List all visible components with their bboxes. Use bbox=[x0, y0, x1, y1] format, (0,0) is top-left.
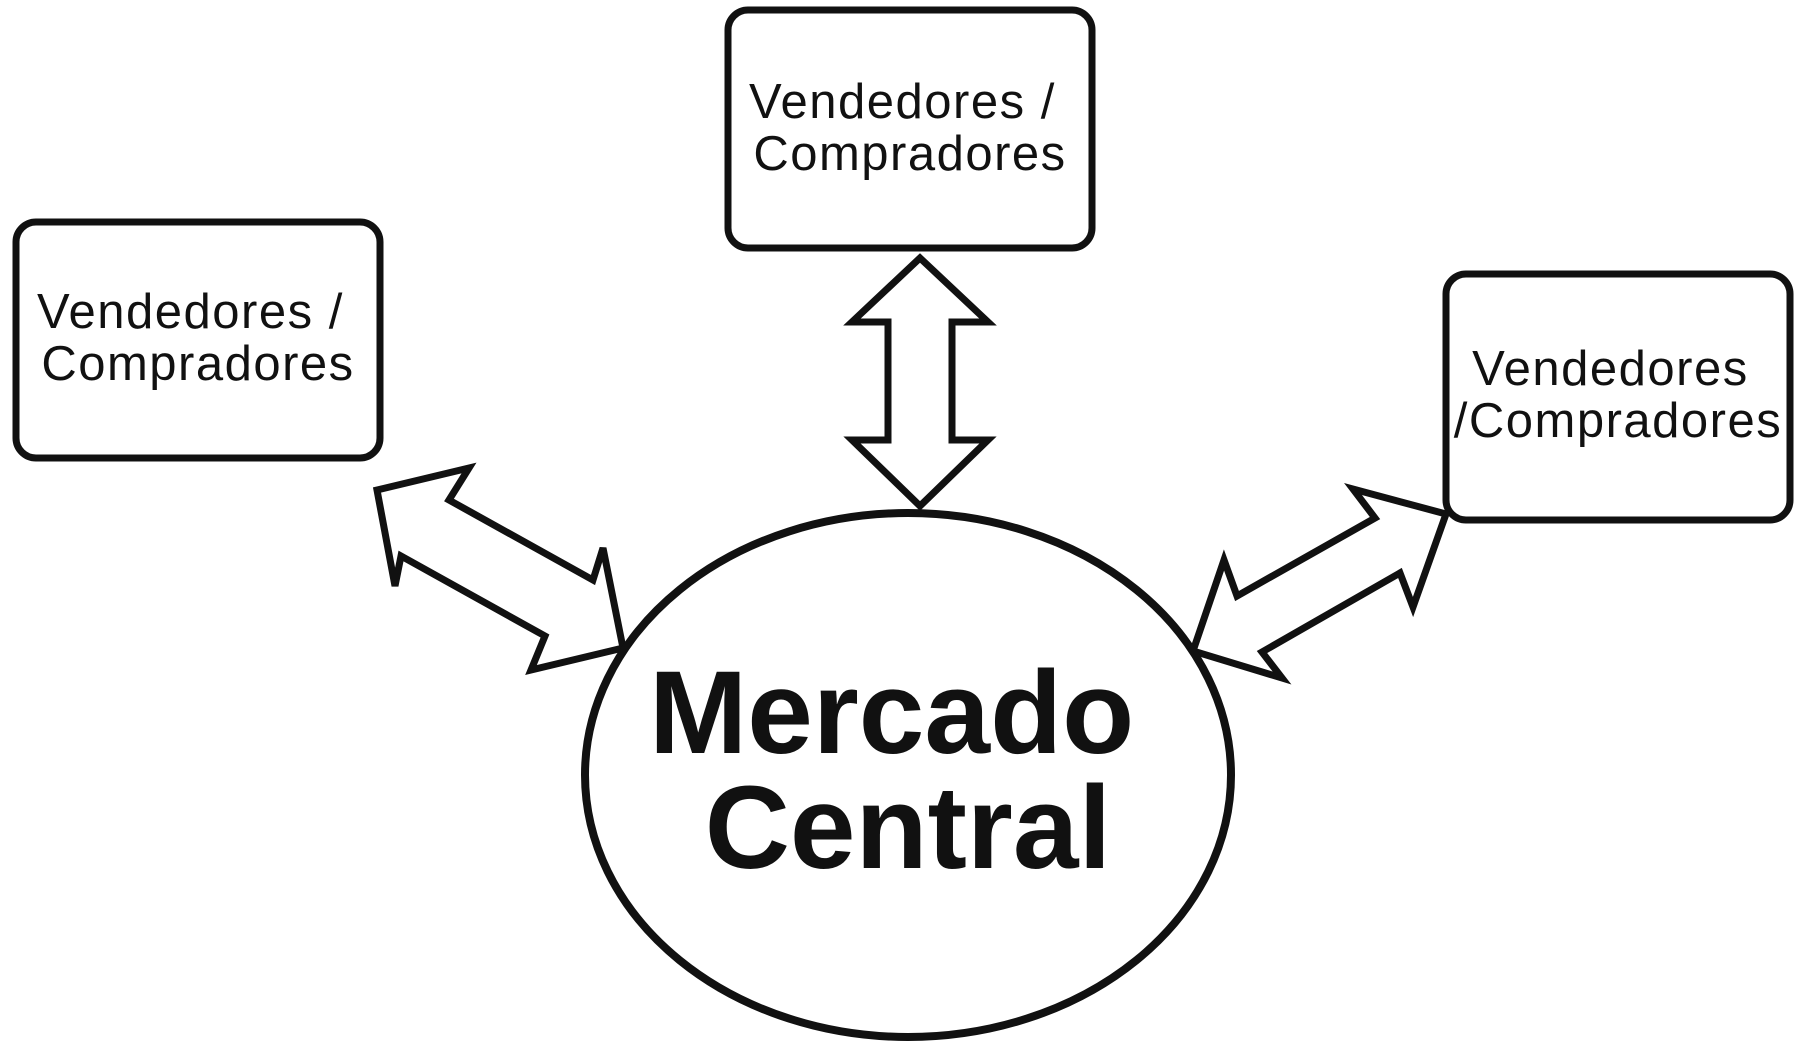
node-top-box bbox=[724, 6, 1096, 252]
svg-text:Vendedores / Compradores: Vendedores / Compradores bbox=[749, 75, 1071, 181]
node-right-line-2: /Compradores bbox=[1454, 394, 1782, 448]
node-right: Vendedores /Compradores bbox=[1442, 270, 1794, 524]
node-left-box bbox=[12, 218, 384, 462]
node-center: Mercado Central bbox=[581, 509, 1235, 1041]
svg-text:Vendedores /Compradores: Vendedores /Compradores bbox=[1454, 342, 1782, 448]
center-line-1: Mercado bbox=[649, 647, 1134, 779]
node-top-line-2: Compradores bbox=[753, 127, 1066, 181]
double-arrow-top bbox=[843, 253, 997, 511]
svg-text:Vendedores / Compradores: Vendedores / Compradores bbox=[37, 285, 359, 391]
node-left-line-2: Compradores bbox=[41, 337, 354, 391]
center-ellipse bbox=[581, 509, 1235, 1041]
svg-text:Mercado Central: Mercado Central bbox=[649, 647, 1167, 894]
node-top: Vendedores / Compradores bbox=[724, 6, 1096, 252]
node-top-line-1: Vendedores / bbox=[749, 75, 1056, 129]
node-right-line-1: Vendedores bbox=[1472, 342, 1749, 396]
node-right-box bbox=[1442, 270, 1794, 524]
double-arrow-left bbox=[372, 462, 628, 675]
node-left: Vendedores / Compradores bbox=[12, 218, 384, 462]
center-line-2: Central bbox=[705, 762, 1112, 894]
node-left-line-1: Vendedores / bbox=[37, 285, 344, 339]
double-arrow-right bbox=[1188, 482, 1451, 685]
